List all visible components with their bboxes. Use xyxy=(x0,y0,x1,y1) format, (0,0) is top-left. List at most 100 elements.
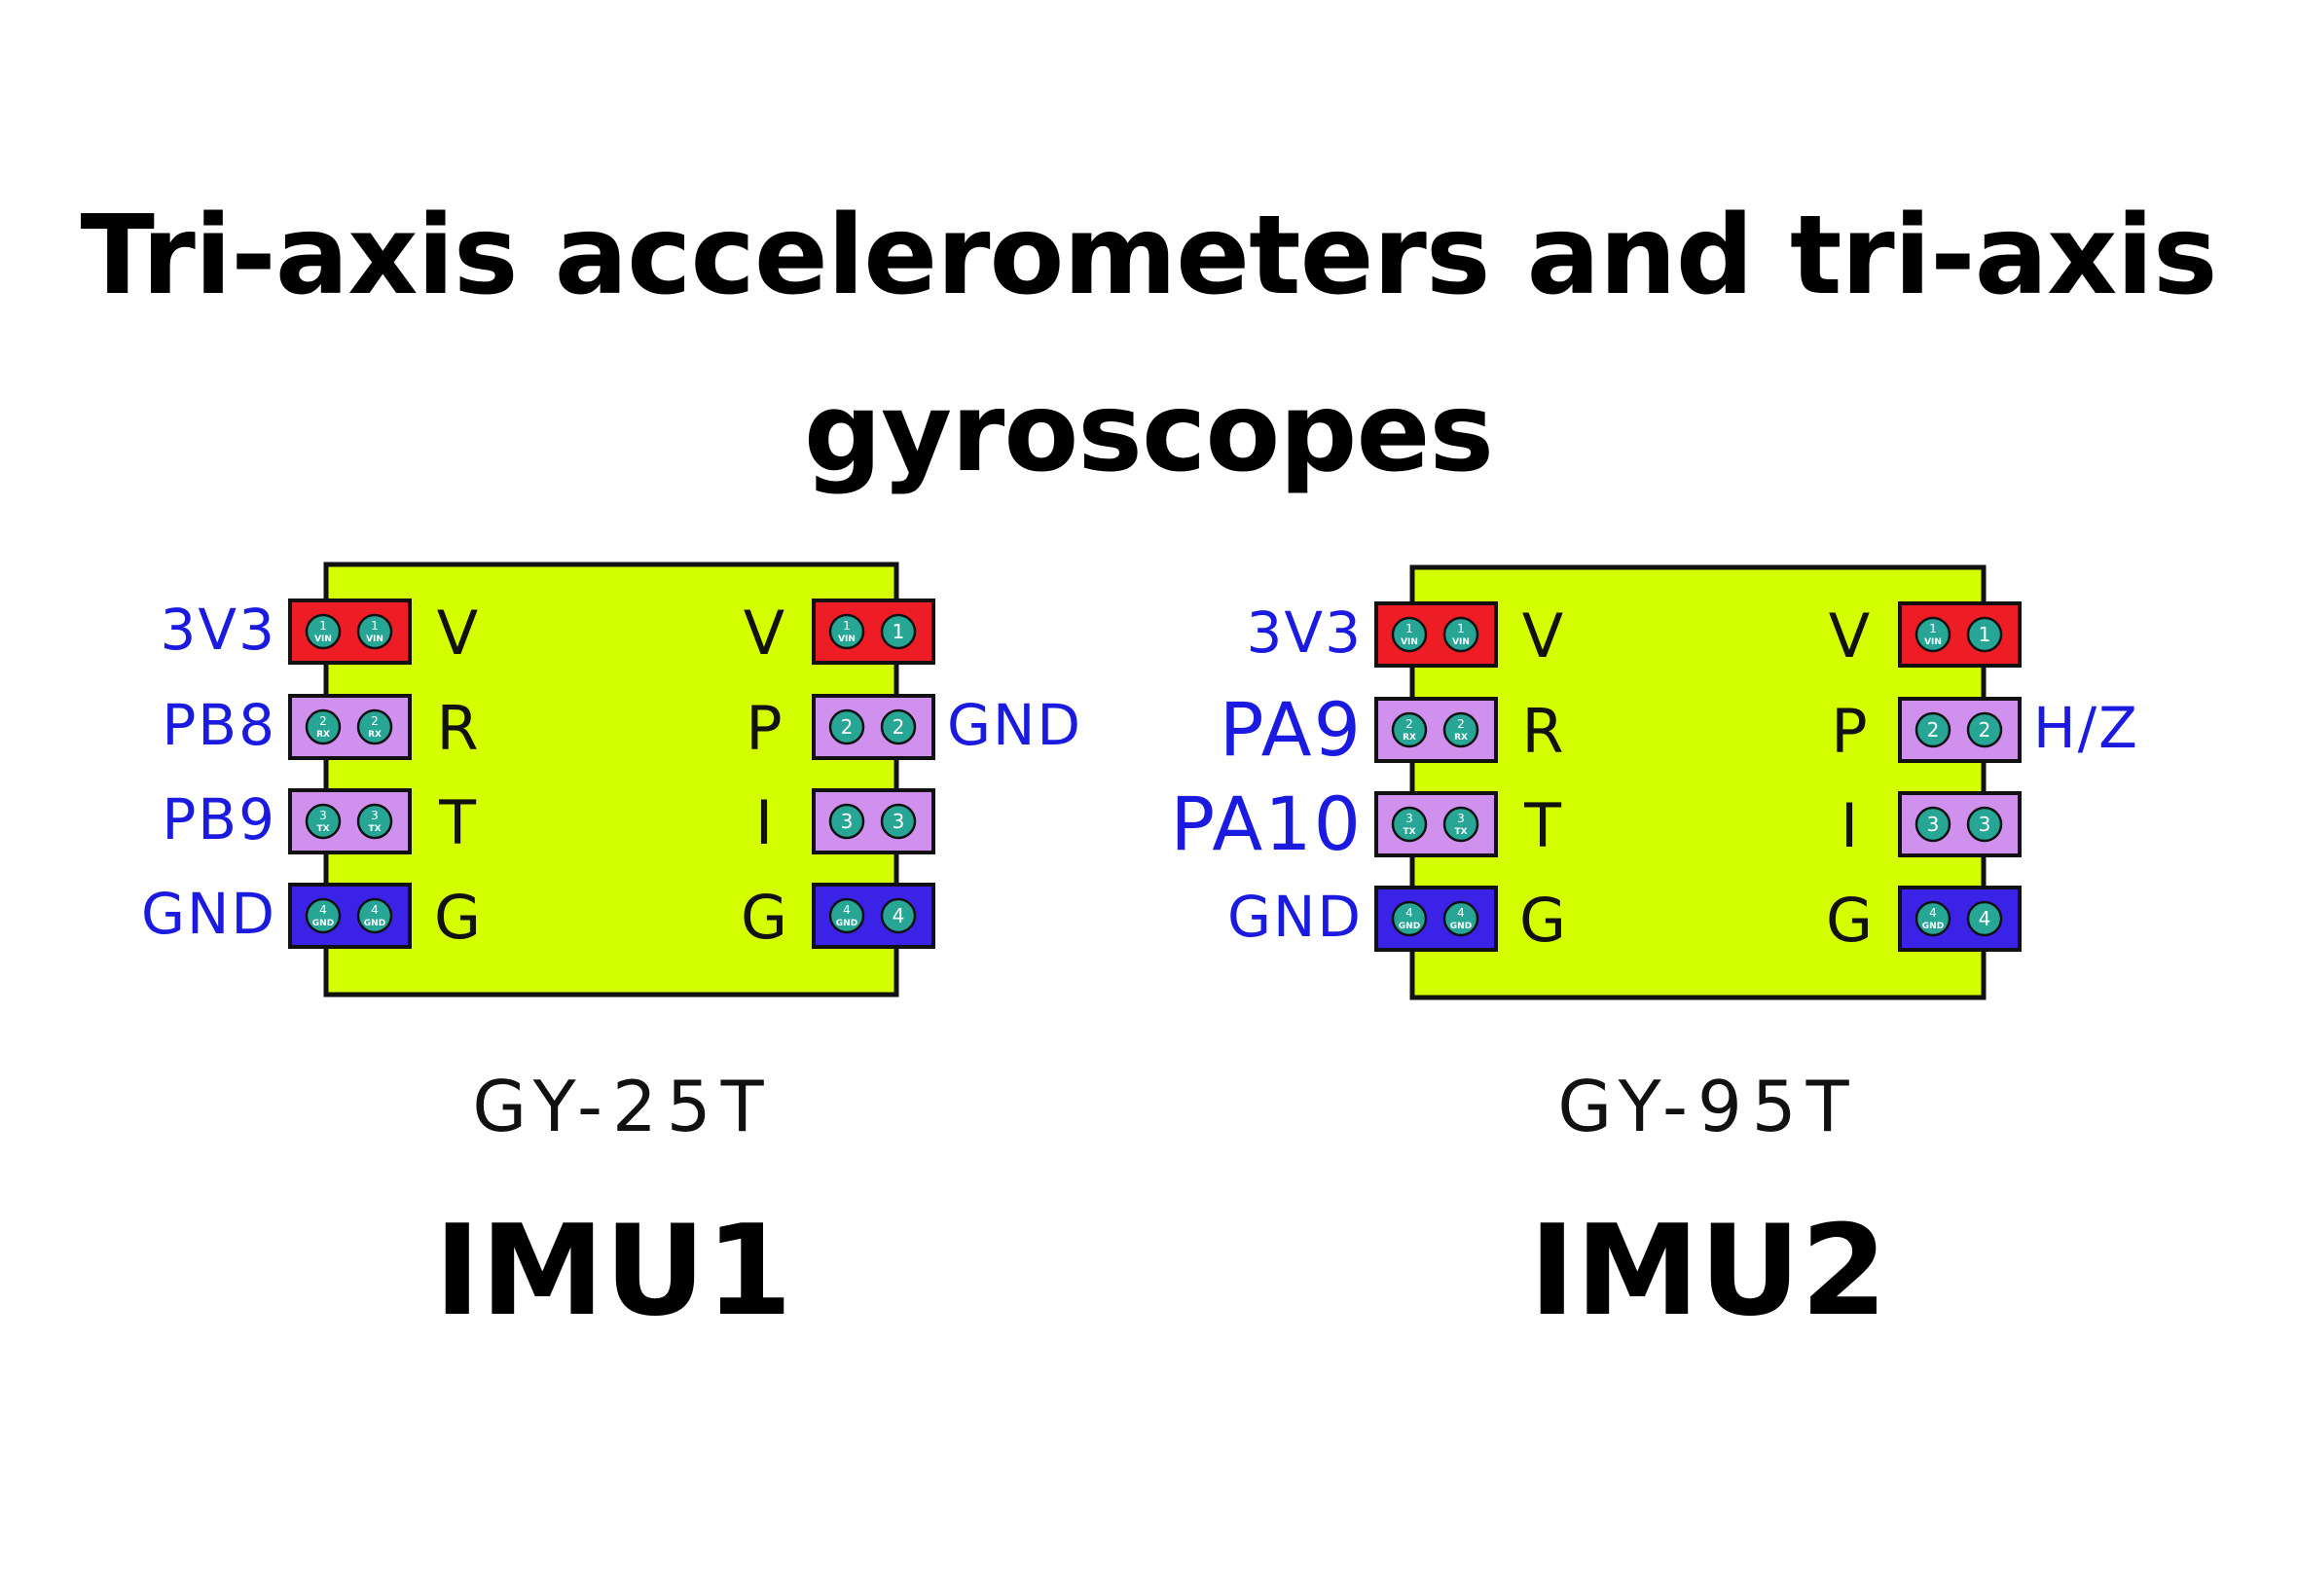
pin-pad xyxy=(1442,711,1479,748)
pin-pad xyxy=(1966,711,2003,748)
pin-letter-left-v: V xyxy=(437,598,478,669)
pin-pad xyxy=(1442,900,1479,937)
module-name-label: IMU1 xyxy=(434,1199,792,1344)
wire-label-3v3: 3V3 xyxy=(1247,599,1363,666)
pad-number: 3 xyxy=(371,809,379,822)
pin-letter-right-p: P xyxy=(1831,696,1867,767)
pin-pad xyxy=(880,708,917,745)
pin-letter-right-g: G xyxy=(741,882,787,953)
wire-label-pa9: PA9 xyxy=(1220,686,1363,773)
pin-letter-left-t: T xyxy=(438,787,477,858)
pad-signal-label: GND xyxy=(1450,922,1472,931)
module-model-label: GY-95T xyxy=(1557,1066,1858,1147)
pin-letter-left-g: G xyxy=(1519,885,1566,956)
pad-signal-label: VIN xyxy=(314,635,332,644)
pad-number: 1 xyxy=(893,620,905,643)
pad-number: 4 xyxy=(1457,906,1465,920)
module-name-label: IMU2 xyxy=(1529,1199,1887,1344)
pad-number: 1 xyxy=(1457,622,1465,635)
pin-pad xyxy=(356,708,393,745)
pad-signal-label: RX xyxy=(368,730,382,740)
pad-number: 3 xyxy=(1405,812,1413,825)
pad-signal-label: RX xyxy=(316,730,330,740)
title-line-1: Tri-axis accelerometers and tri-axis xyxy=(80,193,2218,319)
pad-number: 1 xyxy=(319,619,327,633)
pad-number: 2 xyxy=(841,715,854,739)
pad-number: 4 xyxy=(319,903,327,917)
pin-letter-left-t: T xyxy=(1523,790,1562,861)
diagram-title: Tri-axis accelerometers and tri-axis gyr… xyxy=(78,167,2219,522)
pin-pad xyxy=(1914,900,1951,937)
pin-pad xyxy=(828,803,865,840)
pin-pad xyxy=(828,613,865,650)
pad-number: 2 xyxy=(319,714,327,728)
wire-label-h-z: H/Z xyxy=(2033,695,2139,761)
pin-pad xyxy=(1391,711,1428,748)
pad-signal-label: VIN xyxy=(838,635,856,644)
module-model-label: GY-25T xyxy=(472,1066,773,1147)
pad-number: 1 xyxy=(1929,622,1937,635)
pad-signal-label: RX xyxy=(1403,733,1416,743)
wire-label-gnd: GND xyxy=(1227,884,1363,950)
pin-pad xyxy=(880,803,917,840)
pad-signal-label: TX xyxy=(1454,827,1467,837)
pin-letter-left-r: R xyxy=(436,693,478,764)
pad-number: 4 xyxy=(1979,907,1991,930)
pin-pad xyxy=(356,613,393,650)
pad-number: 3 xyxy=(841,810,854,833)
pin-pad xyxy=(880,897,917,934)
pin-letter-right-v: V xyxy=(1829,600,1870,671)
pad-number: 1 xyxy=(1979,623,1991,646)
pin-pad xyxy=(305,613,342,650)
pin-pad xyxy=(1914,711,1951,748)
pad-signal-label: GND xyxy=(1399,922,1420,931)
pin-pad xyxy=(1966,616,2003,653)
pad-signal-label: VIN xyxy=(1452,637,1470,647)
pin-letter-left-v: V xyxy=(1522,600,1563,671)
pin-pad xyxy=(1391,900,1428,937)
pad-number: 1 xyxy=(371,619,379,633)
wire-label-gnd: GND xyxy=(141,881,276,947)
pad-number: 2 xyxy=(1927,718,1940,742)
pad-number: 4 xyxy=(371,903,379,917)
pin-pad xyxy=(1966,806,2003,843)
pin-pad xyxy=(1442,806,1479,843)
wire-label-3v3: 3V3 xyxy=(161,597,276,663)
wire-label-pb9: PB9 xyxy=(162,786,276,852)
pad-number: 4 xyxy=(1405,906,1413,920)
wire-label-pa10: PA10 xyxy=(1170,780,1363,867)
pin-pad xyxy=(1914,616,1951,653)
pad-number: 3 xyxy=(893,810,905,833)
pad-signal-label: VIN xyxy=(366,635,383,644)
pin-pad xyxy=(1391,806,1428,843)
pad-signal-label: GND xyxy=(364,919,385,928)
pad-number: 1 xyxy=(1405,622,1413,635)
pin-pad xyxy=(828,897,865,934)
pad-number: 4 xyxy=(893,904,905,927)
pad-number: 2 xyxy=(1979,718,1991,742)
pad-number: 3 xyxy=(1457,812,1465,825)
pin-pad xyxy=(880,613,917,650)
pad-signal-label: TX xyxy=(1403,827,1415,837)
pad-signal-label: GND xyxy=(836,919,857,928)
pin-letter-right-g: G xyxy=(1826,885,1873,956)
pad-number: 3 xyxy=(1927,813,1940,836)
pad-number: 4 xyxy=(1929,906,1937,920)
pin-pad xyxy=(356,803,393,840)
pad-signal-label: GND xyxy=(1922,922,1944,931)
pin-pad xyxy=(1914,806,1951,843)
pad-number: 2 xyxy=(1457,717,1465,731)
pad-number: 3 xyxy=(319,809,327,822)
